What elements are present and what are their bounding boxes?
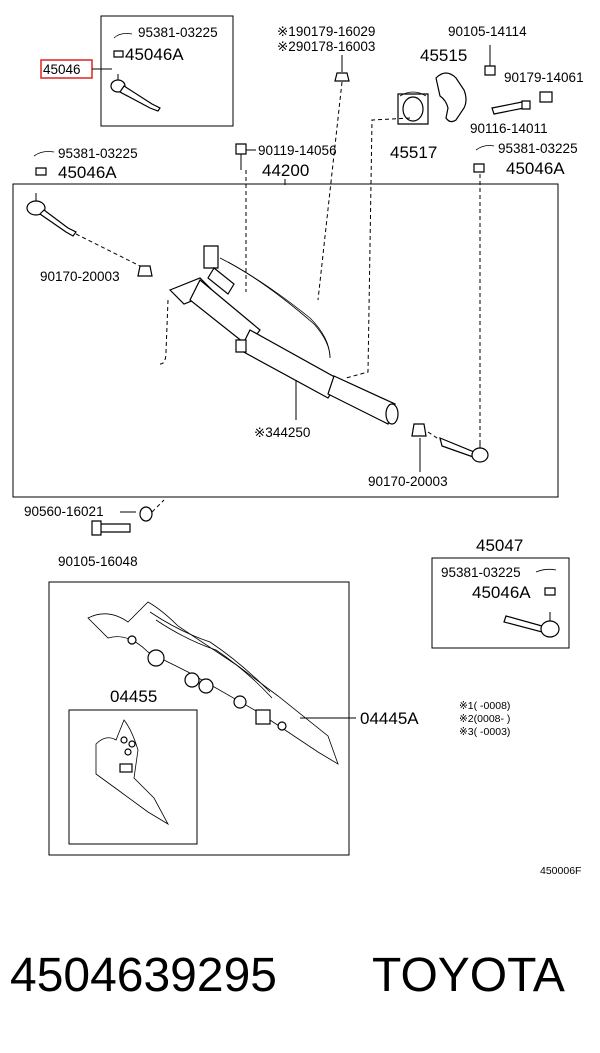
bolt-icon [91,520,131,536]
nut-label[interactable]: 45046A [125,45,184,64]
bolt-icon [235,143,247,170]
note-1: ※1( -0008) [459,700,510,712]
dashed-leader [427,431,441,441]
seal-kit-outline-icon [95,719,170,826]
note-3: ※3( -0003) [459,726,510,738]
dashed-leader [75,233,141,267]
clamp-bracket-icon [435,72,467,123]
center-callout-2[interactable]: ※290178-16003 [277,39,375,54]
seal-kit-label[interactable]: 04455 [110,687,157,706]
tie-rod-end-box [100,15,234,127]
bushing-icon [397,91,429,125]
diagram-code: 450006F [540,865,581,877]
footer-part-number[interactable]: 4504639295 [10,949,277,1002]
dashed-leader [317,81,343,301]
castle-nut-icon [35,167,47,176]
stud-label[interactable]: 90116-14011 [470,121,548,136]
bushing-label[interactable]: 45517 [390,143,437,162]
steering-rack-icon [168,245,399,425]
tie-rod-kit-box [431,557,570,649]
rack-housing-outline-icon [87,601,339,765]
left-locknut-label[interactable]: 90170-20003 [40,269,120,284]
bolt-icon [484,45,496,76]
washer-icon [139,506,153,522]
bolt-label[interactable]: 90105-14114 [448,24,527,39]
left-cotter-pin-label[interactable]: 95381-03225 [58,146,138,161]
washer-label[interactable]: 90560-16021 [24,504,104,519]
dashed-leader [345,117,411,379]
highlighted-part-label[interactable]: 45046 [43,62,81,77]
stud-bolt-icon [491,100,531,115]
gasket-kit-label[interactable]: 04445A [360,709,419,728]
steering-gear-assembly-box [12,183,559,498]
cotter-pin-icon [33,151,55,157]
kit-cotter-pin-label[interactable]: 95381-03225 [441,565,521,580]
nut-icon [539,91,553,103]
right-cotter-pin-label[interactable]: 95381-03225 [498,141,578,156]
center-callout-1[interactable]: ※190179-16029 [277,24,375,39]
lock-nut-icon [411,423,427,437]
tie-rod-end-icon [110,74,161,112]
gear-assembly-label[interactable]: ※344250 [254,425,310,440]
right-locknut-label[interactable]: 90170-20003 [368,474,448,489]
cotter-pin-icon [113,33,133,39]
tie-rod-end-icon [503,612,560,638]
footer-brand: TOYOTA [372,949,565,1002]
bracket-label[interactable]: 45515 [420,46,467,65]
note-2: ※2(0008- ) [459,713,510,725]
dashed-leader [159,299,169,365]
tie-rod-kit-title[interactable]: 45047 [476,536,523,555]
tie-rod-end-icon [439,436,489,463]
castle-nut-icon [113,50,124,58]
nut-label[interactable]: 90179-14061 [504,70,584,85]
cotter-pin-icon [475,145,495,151]
right-nut-label[interactable]: 45046A [506,159,565,178]
nut-icon [334,72,350,82]
cotter-pin-icon [535,568,557,573]
bottom-bolt-label[interactable]: 90105-16048 [58,554,138,569]
seal-kit-box [68,709,198,845]
lock-nut-icon [137,265,153,277]
dashed-leader [151,499,165,513]
tie-rod-end-icon [26,193,77,237]
castle-nut-icon [473,163,485,173]
castle-nut-icon [544,587,556,596]
assembly-label[interactable]: 44200 [262,161,309,180]
cotter-pin-label[interactable]: 95381-03225 [138,25,218,40]
left-nut-label[interactable]: 45046A [58,163,117,182]
mount-bolt-label[interactable]: 90119-14056 [258,143,337,158]
kit-nut-label[interactable]: 45046A [472,583,531,602]
